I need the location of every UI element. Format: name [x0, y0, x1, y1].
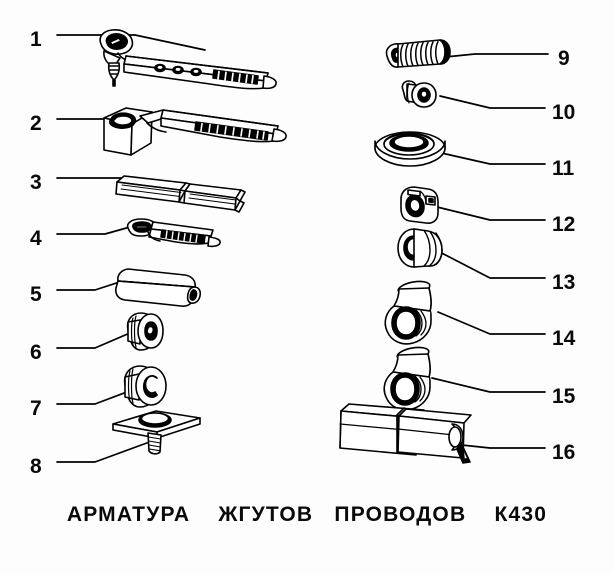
callout-number-11: 11 — [552, 157, 575, 180]
part-13-stepped-barrel-bushing — [397, 228, 443, 268]
part-12-notched-block-grommet — [400, 186, 439, 224]
part-4-small-toothed-cable-tie — [126, 218, 221, 248]
part-3-split-sleeve-tube — [115, 175, 246, 213]
callout-number-2: 2 — [30, 112, 42, 135]
part-8-bracket-plate-with-stud — [112, 410, 201, 455]
part-7-grommet-large — [123, 365, 167, 408]
part-9-ribbed-bellows-grommet — [385, 39, 451, 68]
part-2-cable-tie-strap-with-square-block-head — [103, 107, 287, 156]
callout-number-13: 13 — [552, 271, 576, 294]
part-1-cable-tie-strap-with-fir-tree-stud — [99, 29, 277, 90]
callout-number-3: 3 — [30, 171, 42, 194]
callout-number-15: 15 — [552, 385, 576, 408]
callout-number-10: 10 — [552, 101, 576, 124]
part-16-split-conduit-channel — [339, 403, 472, 464]
part-14-elbow-boot-grommet-upper — [384, 280, 432, 345]
callout-number-9: 9 — [558, 47, 570, 70]
part-6-grommet-small — [126, 312, 164, 351]
part-11-flanged-grommet — [374, 131, 446, 167]
part-10-bushing-small — [401, 80, 437, 108]
callout-number-4: 4 — [30, 227, 42, 250]
leader-lines-right — [431, 53, 549, 449]
callout-number-16: 16 — [552, 441, 576, 464]
callout-number-5: 5 — [30, 283, 42, 306]
part-5-protective-sleeve — [115, 268, 202, 307]
part-15-elbow-boot-grommet-lower — [383, 346, 431, 411]
callout-number-14: 14 — [552, 327, 576, 350]
callout-number-6: 6 — [30, 341, 42, 364]
callout-number-8: 8 — [30, 455, 42, 478]
leader-lines-left — [56, 34, 206, 463]
callout-number-7: 7 — [30, 397, 42, 420]
plate-caption: АРМАТУРА ЖГУТОВ ПРОВОДОВ К430 — [66, 503, 548, 526]
callout-number-1: 1 — [30, 28, 42, 51]
callout-number-12: 12 — [552, 213, 576, 236]
